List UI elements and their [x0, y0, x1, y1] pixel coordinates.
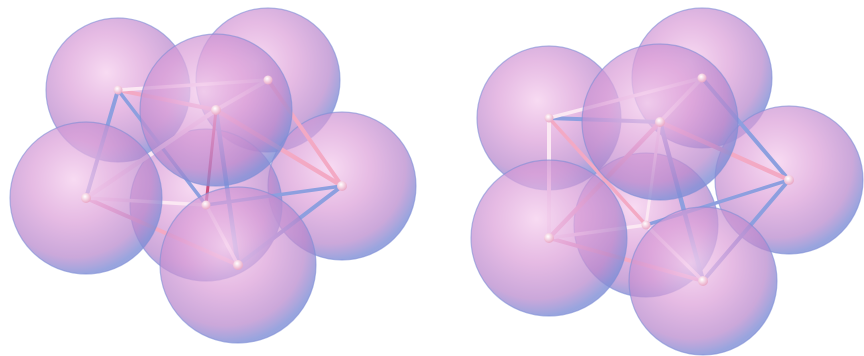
node [698, 276, 708, 286]
node [642, 221, 651, 230]
node [202, 201, 211, 210]
node [655, 117, 665, 127]
node [114, 86, 123, 95]
node [233, 260, 243, 270]
node [81, 193, 91, 203]
left-sphere-cluster [10, 8, 416, 343]
node [211, 105, 221, 115]
node [545, 114, 554, 123]
node [544, 233, 554, 243]
right-sphere-cluster [471, 8, 863, 355]
node [784, 175, 794, 185]
node [698, 74, 707, 83]
node [337, 181, 347, 191]
node [264, 76, 273, 85]
